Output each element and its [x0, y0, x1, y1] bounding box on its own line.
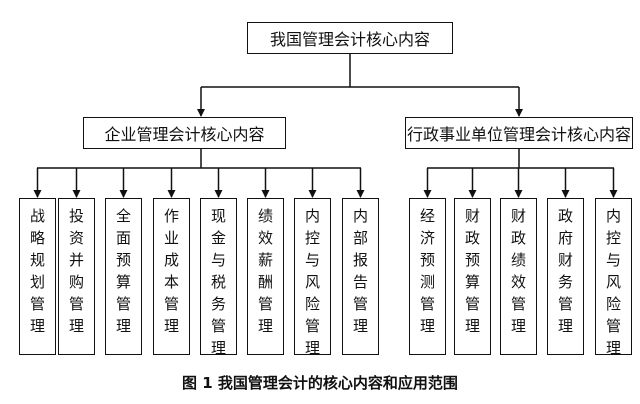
leaf-label: 政府财务管理: [557, 207, 573, 335]
leaf-node: 投资并购管理: [58, 198, 95, 355]
leaf-label: 内控与风险管理: [304, 207, 320, 357]
leaf-label: 内部报告管理: [352, 207, 368, 335]
leaf-node: 内部报告管理: [342, 198, 379, 355]
leaf-node: 财政预算管理: [454, 198, 491, 355]
public-sector-category-node: 行政事业单位管理会计核心内容: [405, 117, 633, 149]
leaf-label: 内控与风险管理: [605, 207, 621, 357]
leaf-label: 作业成本管理: [163, 207, 179, 335]
leaf-label: 财政绩效管理: [510, 207, 526, 335]
leaf-node: 作业成本管理: [153, 198, 190, 355]
leaf-label: 现金与税务管理: [210, 207, 226, 357]
leaf-label: 战略规划管理: [29, 207, 45, 335]
enterprise-category-label: 企业管理会计核心内容: [104, 125, 265, 144]
leaf-node: 全面预算管理: [105, 198, 142, 355]
leaf-node: 政府财务管理: [547, 198, 584, 355]
figure-caption: 图 1 我国管理会计的核心内容和应用范围: [182, 374, 458, 392]
leaf-node: 内控与风险管理: [595, 198, 632, 357]
leaf-node: 经济预测管理: [409, 198, 446, 355]
public-sector-category-label: 行政事业单位管理会计核心内容: [406, 125, 631, 144]
leaf-label: 经济预测管理: [419, 207, 435, 335]
leaf-node: 财政绩效管理: [500, 198, 537, 355]
leaf-label: 投资并购管理: [68, 207, 84, 335]
leaf-label: 全面预算管理: [115, 207, 131, 335]
leaf-node: 现金与税务管理: [200, 198, 237, 357]
leaf-node: 绩效薪酬管理: [247, 198, 284, 355]
leaf-label: 绩效薪酬管理: [257, 207, 273, 335]
enterprise-category-node: 企业管理会计核心内容: [83, 117, 286, 149]
root-node-label: 我国管理会计核心内容: [269, 30, 430, 49]
leaf-node: 内控与风险管理: [294, 198, 331, 357]
leaf-label: 财政预算管理: [464, 207, 480, 335]
root-node: 我国管理会计核心内容: [247, 22, 453, 54]
leaf-node: 战略规划管理: [19, 198, 56, 355]
